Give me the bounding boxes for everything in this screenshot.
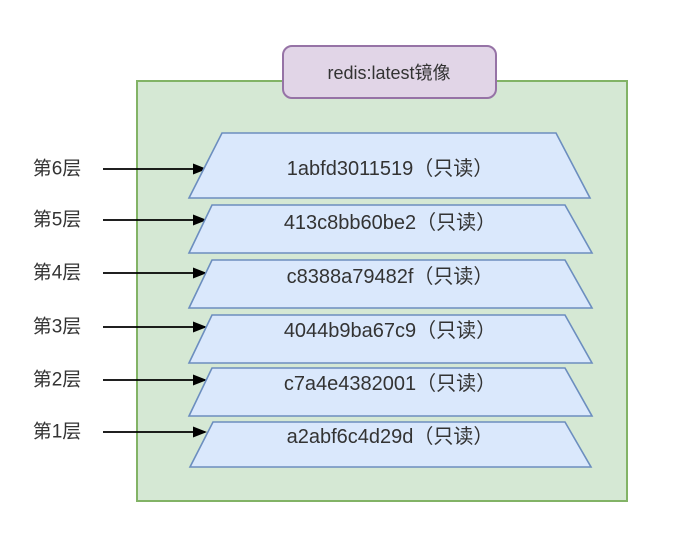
layer-hash-label: a2abf6c4d29d（只读） [287,425,494,448]
layer-shape [187,314,594,364]
layer-row: 第4层 c8388a79482f（只读） [33,259,594,309]
layer-side-label: 第4层 [33,262,82,284]
layer-shape [187,259,594,309]
layer-side-label: 第6层 [33,158,82,180]
layer-row: 第1层 a2abf6c4d29d（只读） [33,421,593,468]
layer-shape [187,367,594,417]
layer-shape [188,421,593,468]
layer-row: 第6层 1abfd3011519（只读） [33,132,592,199]
layer-row: 第2层 c7a4e4382001（只读） [33,367,594,417]
layer-hash-label: c8388a79482f（只读） [287,265,494,288]
layer-hash-label: 1abfd3011519（只读） [287,157,493,180]
layer-side-label: 第5层 [33,209,82,231]
layer-hash-label: c7a4e4382001（只读） [284,372,496,395]
layer-row: 第3层 4044b9ba67c9（只读） [33,314,594,364]
layer-row: 第5层 413c8bb60be2（只读） [33,204,594,254]
layer-side-label: 第1层 [33,421,82,443]
layer-hash-label: 4044b9ba67c9（只读） [284,319,496,342]
layer-shape [187,132,592,199]
image-title-label: redis:latest镜像 [327,63,450,83]
layer-hash-label: 413c8bb60be2（只读） [284,211,496,234]
layer-side-label: 第2层 [33,369,82,391]
layer-shape [187,204,594,254]
layer-side-label: 第3层 [33,316,82,338]
image-title-box [282,45,497,99]
